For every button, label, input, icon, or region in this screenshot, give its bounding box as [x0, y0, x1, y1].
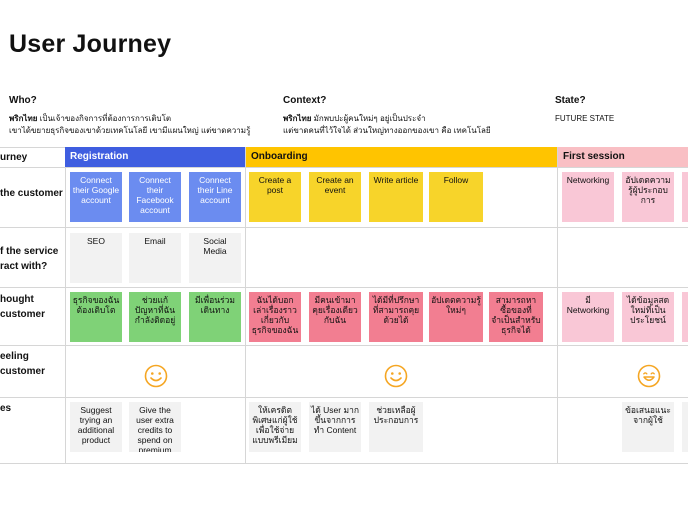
smiley-face-icon	[144, 364, 168, 388]
sticky-note-cutoff[interactable]	[682, 402, 688, 452]
who-line2: เขาได้ขยายธุรกิจของเขาด้วยเทคโนโลยี เขาม…	[9, 126, 251, 135]
sticky-note-thought-4[interactable]: ฉันได้บอกเล่าเรื่องราวเกี่ยวกับธุรกิจของ…	[249, 292, 301, 342]
sticky-note-opportunity-1[interactable]: Suggest trying an additional product	[70, 402, 122, 452]
row-label-journey: urney	[0, 152, 28, 163]
sticky-note-create-event[interactable]: Create an event	[309, 172, 361, 222]
who-name: พริกไทย	[9, 114, 38, 123]
context-line1: มักพบปะผู้คนใหม่ๆ อยู่เป็นประจำ	[311, 114, 426, 123]
context-line2: แต่ขาดคนที่ไว้ใจได้ ส่วนใหญ่ทางออกของเขา…	[283, 126, 491, 135]
row-label-opportunities: es	[0, 403, 12, 414]
sticky-note-thought-1[interactable]: ธุรกิจของฉันต้องเติบโต	[70, 292, 122, 342]
grid-line	[0, 397, 688, 398]
state-value: FUTURE STATE	[555, 114, 615, 123]
grid-column-line	[557, 147, 558, 463]
phase-registration: Registration	[65, 147, 245, 167]
sticky-note-thought-2[interactable]: ช่วยแก้ปัญหาที่ฉันกำลังติดอยู่	[129, 292, 181, 342]
who-heading: Who?	[9, 95, 37, 106]
grid-line	[0, 463, 688, 464]
grinning-face-icon	[637, 364, 661, 388]
context-description: พริกไทย มักพบปะผู้คนใหม่ๆ อยู่เป็นประจำแ…	[283, 113, 491, 137]
grid-line	[0, 287, 688, 288]
row-label-thought: hought customer	[0, 294, 46, 320]
sticky-note-connect-line[interactable]: Connect their Line account	[189, 172, 241, 222]
sticky-note-social-media[interactable]: Social Media	[189, 233, 241, 283]
sticky-note-cutoff[interactable]	[682, 292, 688, 342]
sticky-note-thought-9[interactable]: มี Networking	[562, 292, 614, 342]
sticky-note-opportunity-2[interactable]: Give the user extra credits to spend on …	[129, 402, 181, 452]
sticky-note-opportunity-5[interactable]: ช่วยเหลือผู้ประกอบการ	[369, 402, 423, 452]
sticky-note-opportunity-4[interactable]: ได้ User มากขึ้นจากการทำ Content	[309, 402, 361, 452]
who-description: พริกไทย เป็นเจ้าของกิจการที่ต้องการการเต…	[9, 113, 250, 137]
sticky-note-opportunity-3[interactable]: ให้เครดิตพิเศษแก่ผู้ใช้เพื่อใช้จ่ายแบบพร…	[249, 402, 301, 452]
sticky-note-write-article[interactable]: Write article	[369, 172, 423, 222]
grid-column-line	[65, 147, 66, 463]
context-name: พริกไทย	[283, 114, 312, 123]
grid-line	[0, 227, 688, 228]
sticky-note-thought-6[interactable]: ได้มีที่ปรึกษาที่สามารถคุยด้วยได้	[369, 292, 423, 342]
who-line1: เป็นเจ้าของกิจการที่ต้องการการเติบโต	[37, 114, 172, 123]
sticky-note-thought-8[interactable]: สามารถหาซื้อของที่จำเป็นสำหรับธุรกิจได้	[489, 292, 543, 342]
phase-first-session: First session	[558, 147, 688, 167]
sticky-note-connect-google[interactable]: Connect their Google account	[70, 172, 122, 222]
sticky-note-thought-3[interactable]: มีเพื่อนร่วมเดินทาง	[189, 292, 241, 342]
grid-line	[0, 167, 688, 168]
phase-onboarding: Onboarding	[246, 147, 557, 167]
sticky-note-create-post[interactable]: Create a post	[249, 172, 301, 222]
sticky-note-connect-facebook[interactable]: Connect their Facebook account	[129, 172, 181, 222]
sticky-note-email[interactable]: Email	[129, 233, 181, 283]
sticky-note-cutoff[interactable]	[682, 172, 688, 222]
sticky-note-thought-7[interactable]: อัปเดตความรู้ใหม่ๆ	[429, 292, 483, 342]
row-label-feeling: eeling customer	[0, 351, 46, 377]
sticky-note-thought-10[interactable]: ได้ข้อมูลสดใหม่ที่เป็นประโยชน์	[622, 292, 674, 342]
grid-column-line	[245, 147, 246, 463]
page-title: User Journey	[9, 30, 172, 58]
context-heading: Context?	[283, 95, 327, 106]
smiley-face-icon	[384, 364, 408, 388]
row-label-customer: the customer	[0, 188, 63, 199]
sticky-note-follow[interactable]: Follow	[429, 172, 483, 222]
sticky-note-opportunity-6[interactable]: ข้อเสนอแนะจากผู้ใช้	[622, 402, 674, 452]
grid-line	[0, 345, 688, 346]
sticky-note-seo[interactable]: SEO	[70, 233, 122, 283]
state-heading: State?	[555, 95, 586, 106]
row-label-service: f the service ract with?	[0, 246, 59, 272]
sticky-note-networking[interactable]: Networking	[562, 172, 614, 222]
sticky-note-thought-5[interactable]: มีคนเข้ามาคุยเรื่องเดียวกับฉัน	[309, 292, 361, 342]
sticky-note-update-knowledge[interactable]: อัปเดตความรู้ผู้ประกอบการ	[622, 172, 674, 222]
